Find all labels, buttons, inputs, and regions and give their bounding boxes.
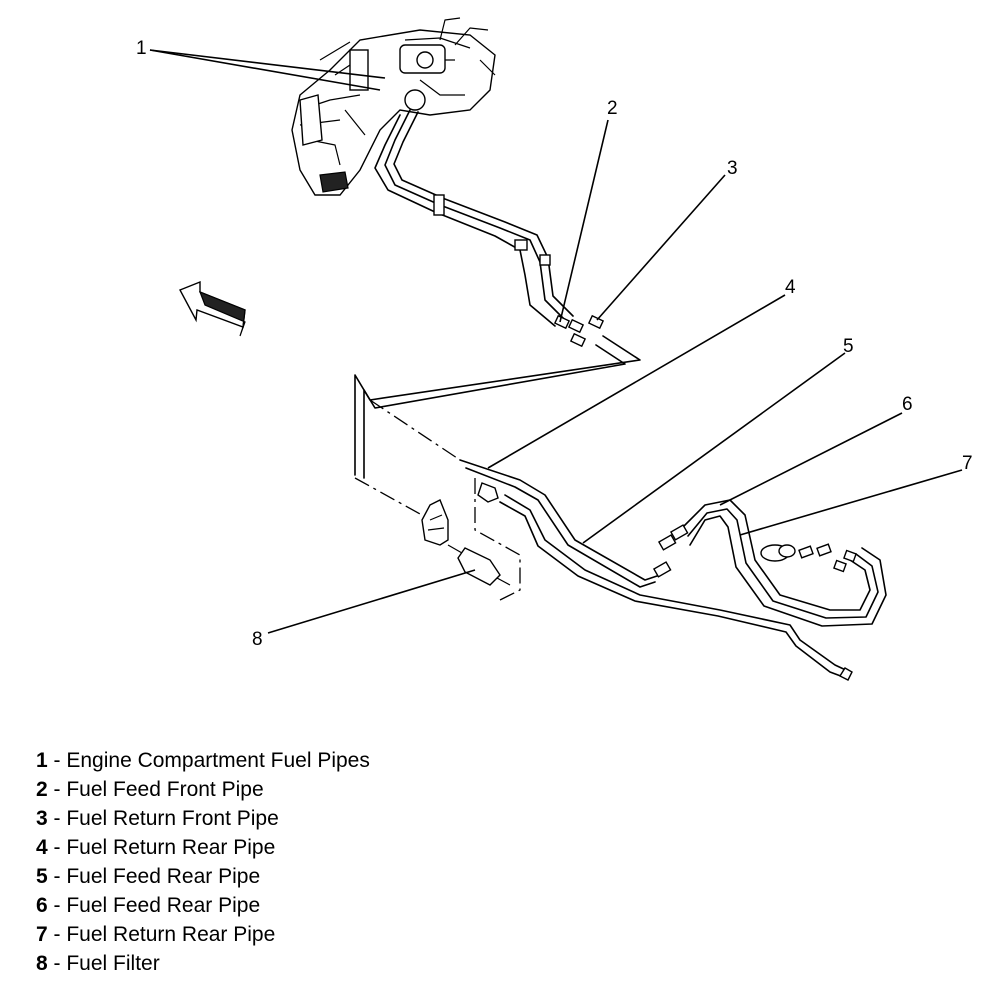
legend-label: Fuel Feed Rear Pipe [66,865,261,888]
leader-1 [149,49,386,79]
legend-item: 5 - Fuel Feed Rear Pipe [36,865,261,888]
legend-label: Fuel Return Rear Pipe [66,923,276,946]
legend-item: 4 - Fuel Return Rear Pipe [36,836,276,859]
fuel-filter-assembly [421,478,521,601]
leader-1b [149,49,381,91]
legend-label: Fuel Return Rear Pipe [66,836,276,859]
leader-8 [267,569,476,634]
leader-2 [559,119,609,323]
legend-label: Fuel Feed Rear Pipe [66,894,261,917]
fuel-pipe-diagram: 1 2 3 4 5 6 7 8 [136,17,973,681]
leader-3 [596,174,726,321]
legend-label: Fuel Feed Front Pipe [66,778,264,801]
engine-compartment-fuel-pipes [374,109,574,327]
leader-6 [719,412,903,506]
callout-1: 1 [136,38,147,59]
legend-item: 7 - Fuel Return Rear Pipe [36,923,276,946]
callout-2: 2 [607,98,618,119]
engine-assembly [291,17,496,196]
leader-5 [582,352,846,544]
callout-6: 6 [902,394,913,415]
callout-8: 8 [252,629,263,650]
callout-7: 7 [962,453,973,474]
callout-5: 5 [843,336,854,357]
legend-item: 3 - Fuel Return Front Pipe [36,807,279,830]
front-pipe-connectors [553,314,605,348]
legend-label: Fuel Filter [66,952,160,975]
legend: 1 - Engine Compartment Fuel Pipes 2 - Fu… [36,746,636,978]
callout-3: 3 [727,158,738,179]
leader-4 [487,294,786,469]
front-direction-arrow-icon [179,280,246,337]
fuel-sender-fittings [760,543,857,573]
rear-fuel-pipes [459,459,887,681]
legend-item: 8 - Fuel Filter [36,952,160,975]
callout-4: 4 [785,277,796,298]
legend-item: 2 - Fuel Feed Front Pipe [36,778,264,801]
leader-7 [739,469,963,536]
legend-label: Engine Compartment Fuel Pipes [66,749,370,772]
leader-lines [149,49,963,634]
callout-numbers: 1 2 3 4 5 6 7 8 [136,38,973,650]
legend-label: Fuel Return Front Pipe [66,807,279,830]
legend-item: 1 - Engine Compartment Fuel Pipes [36,749,370,772]
legend-item: 6 - Fuel Feed Rear Pipe [36,894,261,917]
